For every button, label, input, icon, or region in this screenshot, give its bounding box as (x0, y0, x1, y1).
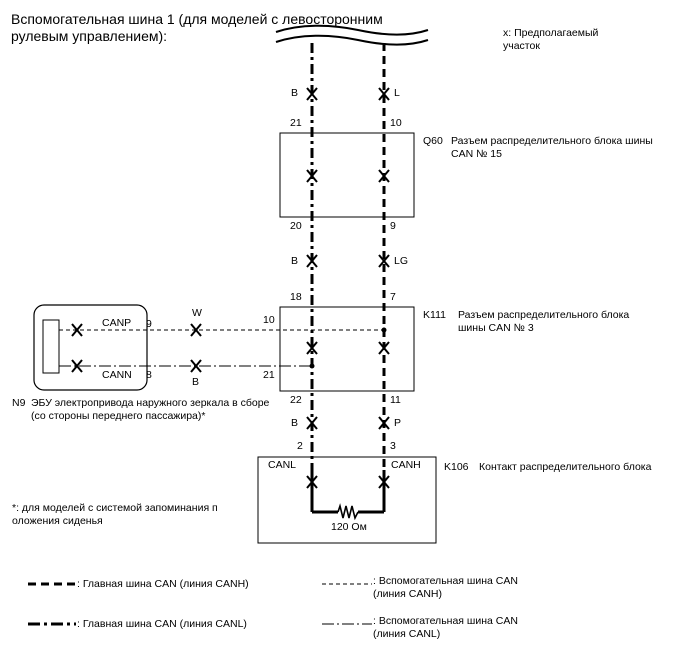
break-line-bottom (275, 34, 429, 46)
pin-number: 20 (290, 220, 302, 232)
k106-description: Контакт распределительного блока (479, 461, 652, 473)
junction-canl (309, 363, 315, 369)
legend-sub-canh: : Вспомогательная шина CAN (линия CANH) (373, 575, 518, 600)
suspected-area-note: x: Предполагаемый участок (503, 27, 599, 52)
q60-code: Q60 (423, 135, 443, 147)
break-line-top (275, 24, 429, 36)
x-mark-icon (306, 416, 318, 430)
pin-number: 7 (390, 291, 396, 303)
k106-box (257, 456, 437, 544)
x-mark-icon (306, 341, 318, 355)
x-mark-icon (306, 87, 318, 101)
n9-inner-box (42, 319, 60, 374)
x-mark-icon (378, 475, 390, 489)
wire-color-label: P (394, 417, 402, 429)
x-mark-icon (378, 341, 390, 355)
wire-color-label: B (291, 255, 299, 267)
legend-sub-canl: : Вспомогательная шина CAN (линия CANL) (373, 615, 518, 640)
k111-box (279, 306, 415, 392)
n9-outer-box (33, 304, 148, 391)
q60-box (279, 132, 415, 218)
pin-number: 21 (290, 117, 302, 129)
pin-number: 8 (146, 369, 152, 381)
x-mark-icon (306, 254, 318, 268)
pin-number: 3 (390, 440, 396, 452)
pin-number: 22 (290, 394, 302, 406)
legend-main-canl: : Главная шина CAN (линия CANL) (77, 618, 247, 630)
x-mark-icon (306, 169, 318, 183)
x-mark-icon (306, 475, 318, 489)
wire-color-label: L (394, 87, 400, 99)
junction-canh (381, 327, 387, 333)
k106-code: K106 (444, 461, 469, 473)
x-mark-icon (378, 87, 390, 101)
k111-description: Разъем распределительного блока шины CAN… (458, 309, 630, 334)
wire-color-label: B (291, 87, 299, 99)
wire-color-label: B (291, 417, 299, 429)
page-title: Вспомогательная шина 1 (для моделей с ле… (11, 11, 383, 44)
canh-label: CANH (391, 459, 421, 471)
resistor-icon (337, 503, 359, 521)
x-mark-icon (190, 359, 202, 373)
pin-number: 18 (290, 291, 302, 303)
q60-description: Разъем распределительного блока шины CAN… (451, 135, 653, 160)
x-mark-icon (71, 323, 83, 337)
x-mark-icon (378, 169, 390, 183)
n9-description: ЭБУ электропривода наружного зеркала в с… (31, 397, 270, 422)
pin-number: 9 (146, 318, 152, 330)
pin-number: 9 (390, 220, 396, 232)
footnote: *: для моделей с системой запоминания п … (12, 502, 218, 527)
legend-main-canh: : Главная шина CAN (линия CANH) (77, 578, 249, 590)
k111-code: K111 (423, 309, 446, 321)
pin-number: 10 (390, 117, 402, 129)
cann-label: CANN (102, 369, 132, 381)
n9-code: N9 (12, 397, 26, 409)
canp-label: CANP (102, 317, 132, 329)
wire-color-label: W (192, 307, 202, 319)
wire-color-label: B (192, 376, 200, 388)
wire-color-label: LG (394, 255, 409, 267)
x-mark-icon (378, 416, 390, 430)
pin-number: 10 (263, 314, 275, 326)
x-mark-icon (190, 323, 202, 337)
canl-label: CANL (268, 459, 297, 471)
pin-number: 2 (297, 440, 303, 452)
pin-number: 11 (390, 394, 401, 406)
pin-number: 21 (263, 369, 275, 381)
x-mark-icon (71, 359, 83, 373)
resistor-value: 120 Ом (331, 521, 367, 533)
x-mark-icon (378, 254, 390, 268)
